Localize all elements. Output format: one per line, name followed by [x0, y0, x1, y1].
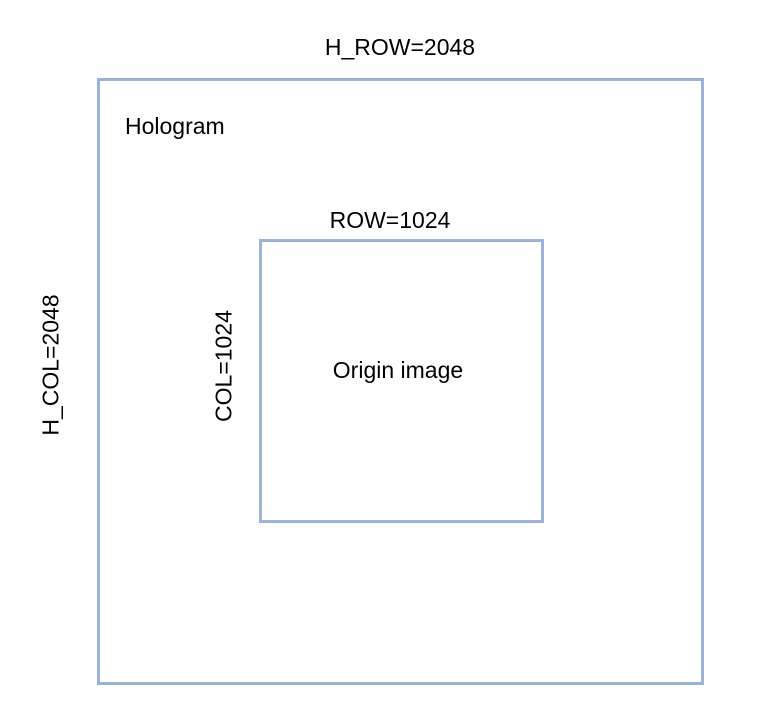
- hologram-width-label: H_ROW=2048: [324, 34, 476, 60]
- hologram-height-label: H_COL=2048: [37, 294, 64, 436]
- origin-image-height-label: COL=1024: [210, 310, 237, 422]
- hologram-title: Hologram: [125, 113, 225, 139]
- origin-image-width-label: ROW=1024: [329, 207, 451, 233]
- hologram-box: [97, 78, 704, 685]
- origin-image-title: Origin image: [332, 357, 464, 383]
- origin-image-box: [259, 239, 544, 523]
